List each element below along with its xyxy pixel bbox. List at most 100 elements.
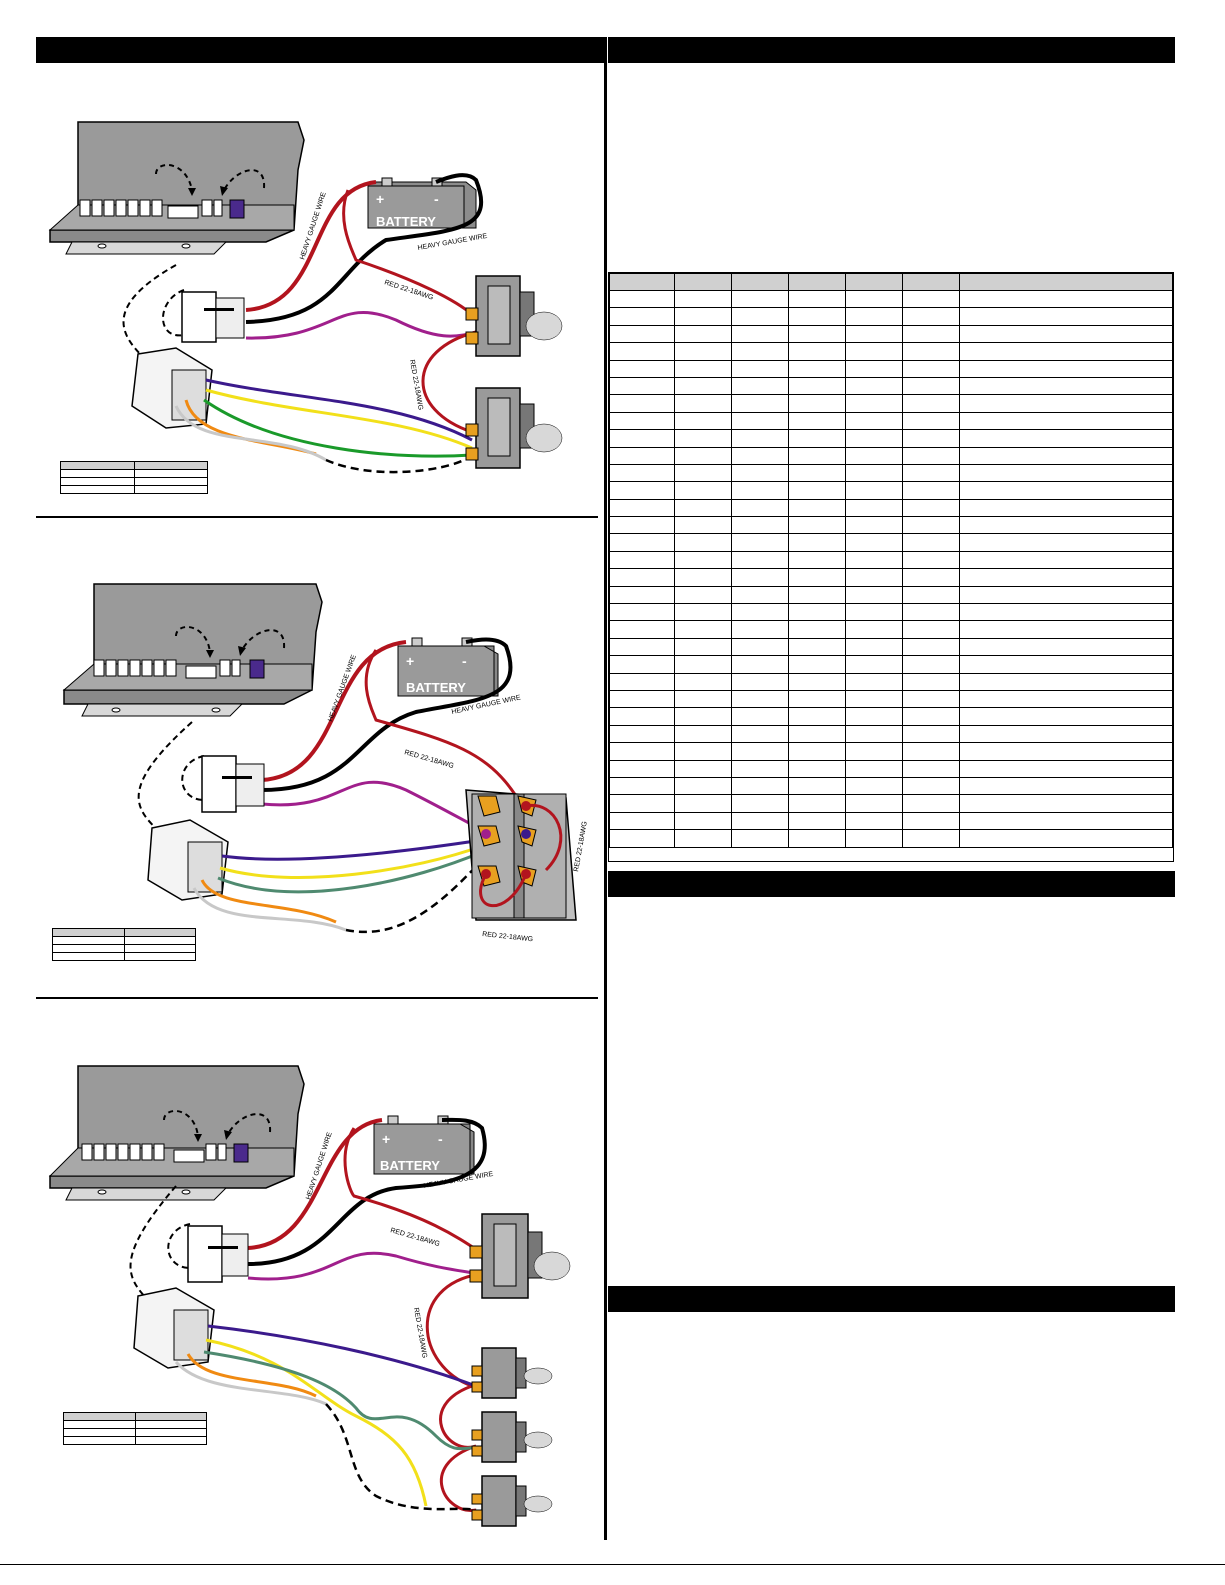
table-cell [674, 707, 732, 726]
table-cell [788, 411, 846, 431]
table-cell [845, 637, 903, 657]
table-cell [845, 307, 903, 326]
table-cell [845, 655, 903, 674]
table-cell [788, 655, 846, 674]
table-row [609, 533, 1173, 552]
table-cell [902, 707, 960, 726]
table-cell [845, 620, 903, 639]
table-cell [674, 759, 732, 778]
table-cell [845, 585, 903, 605]
table-cell [845, 446, 903, 465]
table-row [609, 759, 1173, 778]
table-cell [788, 324, 846, 344]
table-cell [902, 655, 960, 674]
table-cell [902, 689, 960, 709]
table-cell [845, 794, 903, 813]
table-row [609, 689, 1173, 709]
table-cell [609, 498, 675, 518]
table-cell [788, 568, 846, 587]
red-wire-label-a: RED 22-18AWG [383, 279, 434, 301]
table-cell [674, 829, 732, 848]
table-cell [674, 533, 732, 552]
table-cell [959, 742, 1173, 761]
table-cell [845, 411, 903, 431]
table-cell [845, 707, 903, 726]
table-cell [674, 429, 732, 448]
table-cell [788, 307, 846, 326]
table-cell [845, 498, 903, 518]
table-cell [959, 707, 1173, 726]
table-cell [731, 603, 789, 622]
table-cell [959, 568, 1173, 587]
table-cell [674, 742, 732, 761]
table-cell [845, 429, 903, 448]
relay-2 [181, 755, 265, 813]
table-cell [609, 672, 675, 691]
table-cell [788, 759, 846, 778]
table-cell [674, 498, 732, 518]
table-cell [845, 603, 903, 622]
table-cell [959, 359, 1173, 378]
table-cell [959, 811, 1173, 831]
table-cell [674, 655, 732, 674]
table-row [609, 463, 1173, 483]
table-row [609, 811, 1173, 831]
section-divider-1 [36, 516, 598, 518]
table-cell [674, 359, 732, 378]
table-cell [731, 463, 789, 483]
table-cell [731, 429, 789, 448]
table-cell [788, 376, 846, 396]
table-cell [902, 481, 960, 500]
table-cell [788, 463, 846, 483]
table-cell [902, 533, 960, 552]
table-row [609, 603, 1173, 622]
table-cell [902, 429, 960, 448]
table-row [609, 794, 1173, 813]
toggle-switch-1a [465, 275, 563, 357]
table-cell [731, 394, 789, 413]
table-cell [609, 724, 675, 744]
table-row [609, 550, 1173, 570]
table-cell [845, 759, 903, 778]
table-cell [609, 776, 675, 796]
table-cell [959, 550, 1173, 570]
table-cell [674, 307, 732, 326]
table-cell [959, 463, 1173, 483]
table-cell [845, 829, 903, 848]
table-cell [902, 446, 960, 465]
left-section-header [36, 37, 604, 63]
table-cell [674, 411, 732, 431]
table-cell [674, 724, 732, 744]
control-panel [48, 121, 305, 255]
wire-connector-1 [122, 264, 213, 429]
table-cell [674, 342, 732, 361]
table-cell [674, 481, 732, 500]
table-cell [731, 533, 789, 552]
table-cell [959, 376, 1173, 396]
table-cell [609, 794, 675, 813]
wiring-diagram-3: + - BATTERY HEAVY GAUGE WIRE HEAVY GAUGE… [36, 1036, 598, 1536]
table-cell [788, 498, 846, 518]
terminal-block [79, 199, 245, 219]
table-cell [959, 394, 1173, 413]
table-cell [845, 742, 903, 761]
table-cell [731, 498, 789, 518]
table-cell [902, 829, 960, 848]
table-cell [902, 811, 960, 831]
table-cell [845, 481, 903, 500]
table-cell [674, 463, 732, 483]
table-header-row [609, 273, 1173, 291]
table-row [609, 376, 1173, 396]
legend-table-2 [52, 928, 196, 961]
table-cell [731, 829, 789, 848]
table-row [609, 289, 1173, 309]
red-wire-label-a: RED 22-18AWG [403, 749, 454, 770]
table-cell [609, 376, 675, 396]
table-cell [959, 759, 1173, 778]
table-cell [845, 811, 903, 831]
table-cell [609, 689, 675, 709]
table-cell [788, 620, 846, 639]
table-cell [609, 394, 675, 413]
table-cell [731, 655, 789, 674]
battery-3: + - BATTERY [373, 1115, 475, 1175]
